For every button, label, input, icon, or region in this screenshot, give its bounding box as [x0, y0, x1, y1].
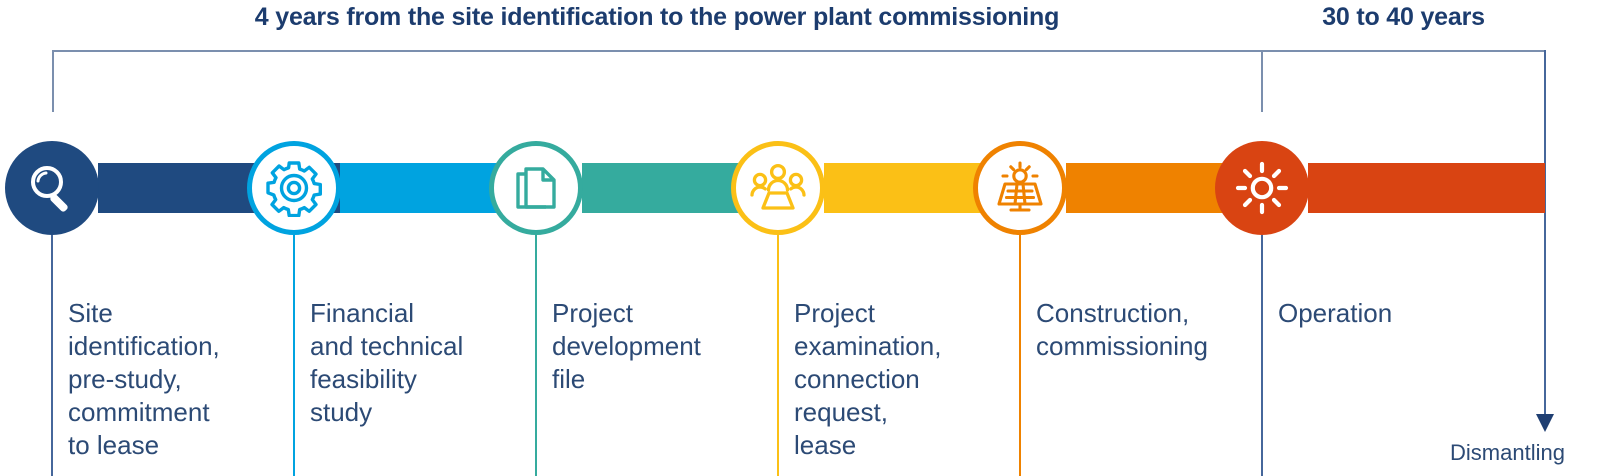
- dismantling-label: Dismantling: [1450, 440, 1565, 465]
- stage-node-development-file[interactable]: [489, 141, 583, 235]
- connector-line-site-identification: [51, 235, 53, 476]
- stage-node-operation[interactable]: [1215, 141, 1309, 235]
- connector-line-operation: [1261, 235, 1263, 476]
- bracket-tick-start: [52, 50, 54, 112]
- bracket-top-rule: [52, 50, 1545, 52]
- timeline-segment-operation: [1308, 163, 1545, 213]
- stage-caption-feasibility-study: Financial and technical feasibility stud…: [310, 298, 464, 427]
- bracket-tick-middle: [1261, 50, 1263, 112]
- stage-caption-operation: Operation: [1278, 298, 1393, 328]
- stage-caption-site-identification: Site identification, pre-study, commitme…: [68, 298, 220, 460]
- gear-icon: [265, 159, 323, 217]
- header-label-development-duration: 4 years from the site identification to …: [254, 3, 1060, 31]
- stage-node-site-identification[interactable]: [5, 141, 99, 235]
- solar-panel-icon: [992, 160, 1048, 216]
- header-label-operation-duration: 30 to 40 years: [1322, 3, 1485, 31]
- stage-caption-project-examination: Project examination, connection request,…: [794, 298, 942, 460]
- sun-icon: [1235, 161, 1289, 215]
- documents-icon: [510, 160, 562, 216]
- connector-line-project-examination: [777, 235, 779, 476]
- stage-caption-construction: Construction, commissioning: [1036, 298, 1208, 361]
- stage-caption-development-file: Project development file: [552, 298, 701, 394]
- dismantling-connector-line: [1544, 50, 1546, 418]
- stage-node-project-examination[interactable]: [731, 141, 825, 235]
- connector-line-development-file: [535, 235, 537, 476]
- down-arrow-icon: [1536, 414, 1554, 432]
- people-group-icon: [749, 162, 807, 214]
- stage-node-construction[interactable]: [973, 141, 1067, 235]
- magnifier-icon: [24, 160, 80, 216]
- connector-line-feasibility-study: [293, 235, 295, 476]
- connector-line-construction: [1019, 235, 1021, 476]
- stage-node-feasibility-study[interactable]: [247, 141, 341, 235]
